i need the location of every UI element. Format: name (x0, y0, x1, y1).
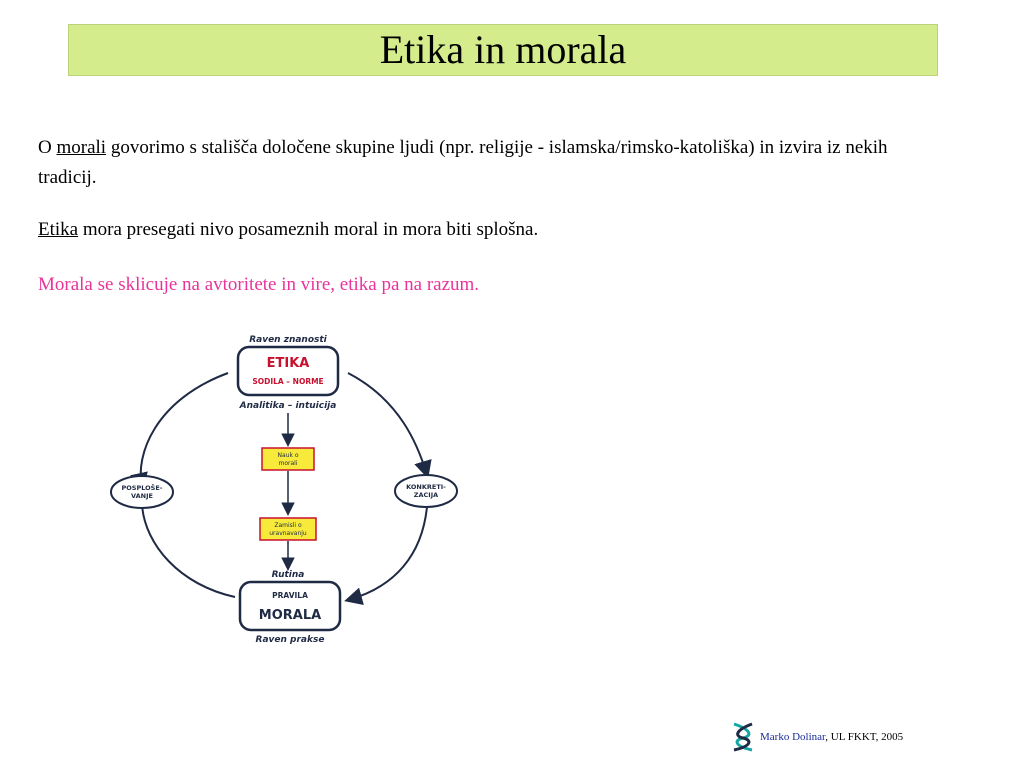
arc-etika-to-konkretizacija (347, 372, 432, 479)
morala-box-title: MORALA (259, 608, 321, 623)
ethics-morality-cycle-diagram: Raven znanosti ETIKA SODILA – NORME Anal… (110, 335, 458, 645)
title-bar: Etika in morala (68, 24, 938, 76)
zamisli-box (259, 517, 317, 541)
footer-affiliation: , UL FKKT, 2005 (825, 731, 904, 743)
konkretizacija-line1: KONKRETI- (406, 483, 446, 491)
arc-konkretizacija-to-morala (344, 506, 428, 605)
paragraph-etika: Etika mora presegati nivo posameznih mor… (38, 215, 938, 245)
p1-rest: govorimo s stališča določene skupine lju… (38, 137, 888, 188)
paragraph-morali: O morali govorimo s stališča določene sk… (38, 133, 938, 193)
term-etika: Etika (38, 219, 79, 240)
etika-box (236, 345, 340, 397)
morala-box-subtitle: PRAVILA (272, 591, 308, 600)
posplosevanje-line2: VANJE (131, 492, 153, 500)
konkretizacija-oval (394, 474, 458, 508)
caption-raven-prakse: Raven prakse (256, 635, 325, 645)
slide-title: Etika in morala (379, 27, 627, 72)
morala-box (238, 580, 342, 632)
footer-author: Marko Dolinar (760, 731, 826, 743)
caption-rutina: Rutina (272, 570, 305, 580)
p2-rest: mora presegati nivo posameznih moral in … (78, 219, 539, 240)
posplosevanje-oval (110, 475, 174, 509)
zamisli-box-line1: Zamisli o (274, 522, 302, 529)
dna-helix-icon (733, 722, 753, 752)
posplosevanje-line1: POSPLOŠE- (122, 483, 163, 492)
nauk-o-morali-box (261, 447, 315, 471)
zamisli-box-line2: uravnavanju (269, 530, 307, 537)
arc-morala-to-posplosevanje (131, 490, 236, 598)
term-morali: morali (56, 137, 107, 158)
nauk-box-line2: morali (279, 460, 298, 467)
footer: Marko Dolinar, UL FKKT, 2005 (730, 722, 903, 752)
arc-etika-to-posplosevanje (130, 372, 229, 491)
p1-prefix: O (38, 137, 57, 158)
caption-analitika-intuicija: Analitika – intuicija (239, 401, 337, 411)
konkretizacija-line2: ZACIJA (414, 491, 438, 499)
etika-box-subtitle: SODILA – NORME (252, 377, 323, 386)
etika-box-title: ETIKA (267, 356, 310, 371)
caption-raven-znanosti: Raven znanosti (249, 335, 327, 345)
paragraph-highlight: Morala se sklicuje na avtoritete in vire… (38, 274, 480, 295)
nauk-box-line1: Nauk o (277, 452, 298, 459)
